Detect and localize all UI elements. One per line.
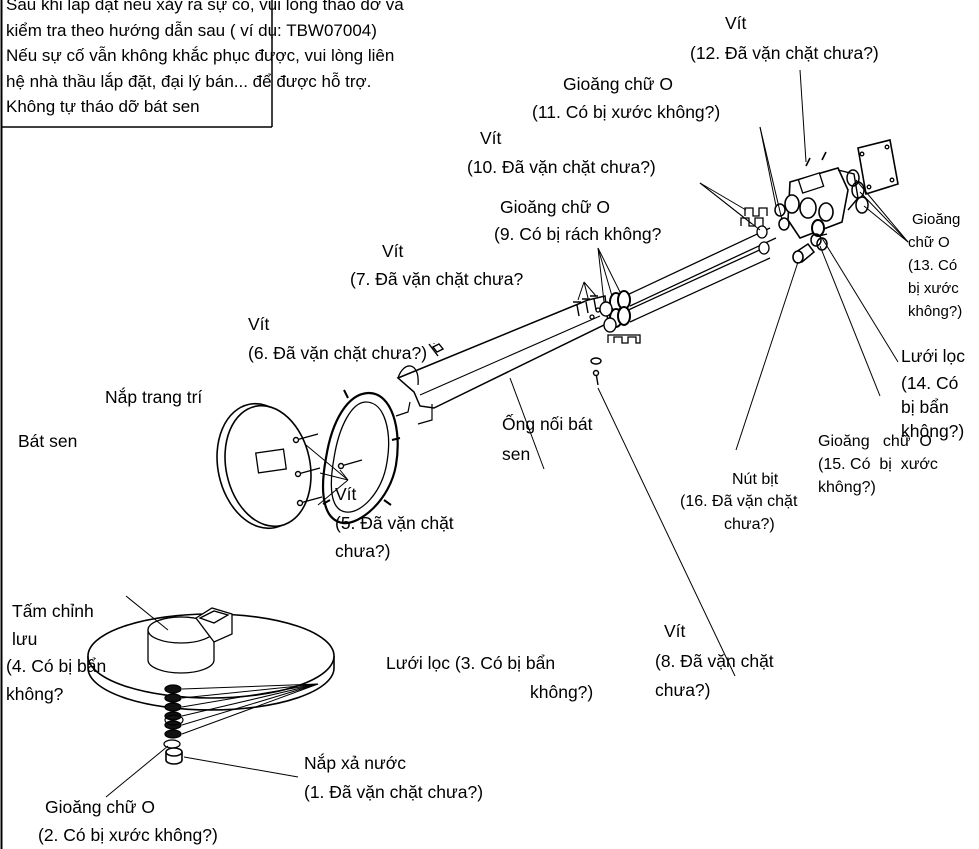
label-oring-9-note: (9. Có bị rách không? (494, 224, 662, 244)
label-oring-13-l1: Gioăng (912, 211, 961, 228)
label-oring-15-l2: (15. Có bị xước (818, 456, 938, 473)
label-oring-11-name: Gioăng chữ O (563, 74, 673, 94)
back-plate-drawing (846, 139, 899, 214)
label-plug-16-l3: chưa?) (724, 516, 775, 533)
label-screw-6-name: Vít (248, 314, 270, 334)
label-flow-straightener-l1: Tấm chỉnh (12, 601, 94, 621)
label-screw-8-l1: Vít (664, 621, 686, 641)
label-screw-6-note: (6. Đã vặn chặt chưa?) (248, 343, 428, 363)
label-drain-cap-l1: Nắp xả nước (304, 753, 406, 773)
label-screw-7-name: Vít (382, 241, 404, 261)
label-filter-14-l4: không?) (901, 421, 965, 441)
intro-line: Không tự tháo dỡ bát sen (6, 97, 200, 116)
label-oring-13-l4: bị xước (908, 280, 959, 297)
label-filter-3-l1: Lưới lọc (3. Có bị bẩn (386, 653, 556, 673)
connecting-pipe-drawing (395, 295, 609, 425)
label-flow-straightener-l3: (4. Có bị bẩn (6, 656, 107, 676)
label-filter-14-l3: bị bẩn (901, 397, 949, 417)
intro-line: Nếu sự cố vẫn không khắc phục được, vui … (6, 46, 395, 65)
supply-pipes-drawing (599, 207, 777, 344)
label-oring-2-l2: (2. Có bị xước không?) (38, 825, 218, 845)
label-oring-9-name: Gioăng chữ O (500, 197, 610, 217)
label-screw-10-note: (10. Đã vặn chặt chưa?) (467, 157, 656, 177)
label-decorative-cover: Nắp trang trí (105, 387, 203, 407)
label-oring-15-l1: Gioăng chữ O (818, 433, 932, 450)
label-filter-14-l1: Lưới lọc (901, 346, 966, 366)
intro-line: Sau khi lắp đặt nếu xảy ra sự cố, vui lò… (6, 0, 404, 14)
screw-6-drawing (428, 343, 445, 357)
label-filter-3-l2: không?) (530, 682, 594, 702)
label-screw-12-note: (12. Đã vặn chặt chưa?) (690, 43, 879, 63)
label-plug-16-l1: Nút bịt (732, 471, 779, 488)
intro-line: hệ nhà thầu lắp đặt, đại lý bán... để đư… (6, 71, 372, 91)
label-screw-12-name: Vít (725, 13, 747, 33)
label-screws-5-l2: (5. Đã vặn chặt (335, 513, 454, 533)
showerhead-drawing (87, 607, 335, 711)
label-pipe-l1: Ống nối bát (502, 414, 593, 434)
label-screw-8-l3: chưa?) (655, 680, 711, 700)
label-oring-13-l2: chữ O (908, 234, 950, 251)
screws-5-drawing (292, 433, 363, 507)
label-flow-straightener-l2: lưu (12, 629, 38, 649)
screws-7-drawing (573, 295, 598, 317)
leader-lines (105, 69, 909, 798)
label-showerhead: Bát sen (18, 431, 78, 451)
label-plug-16-l2: (16. Đã vặn chặt (680, 493, 798, 510)
label-screw-10-name: Vít (480, 128, 502, 148)
flow-straightener-drawing (163, 684, 184, 765)
label-oring-13-l5: không?) (908, 303, 963, 320)
label-screw-7-note: (7. Đã vặn chặt chưa? (350, 269, 524, 289)
label-drain-cap-l2: (1. Đã vặn chặt chưa?) (304, 782, 484, 802)
label-flow-straightener-l4: không? (6, 684, 64, 704)
label-filter-14-l2: (14. Có (901, 373, 959, 393)
label-screws-5-l3: chưa?) (335, 541, 391, 561)
intro-text: Sau khi lắp đặt nếu xảy ra sự cố, vui lò… (6, 0, 404, 120)
label-oring-15-l3: không?) (818, 479, 876, 496)
label-pipe-l2: sen (502, 444, 531, 464)
label-screw-8-l2: (8. Đã vặn chặt (655, 651, 774, 671)
valve-body-drawing (774, 151, 859, 239)
label-oring-2-l1: Gioăng chữ O (45, 797, 155, 817)
decorative-cover-drawing (216, 402, 312, 530)
label-oring-11-note: (11. Có bị xước không?) (532, 102, 721, 122)
intro-line: kiểm tra theo hướng dẫn sau ( ví dụ: TBW… (6, 20, 377, 40)
label-oring-13-l3: (13. Có (908, 257, 958, 274)
mount-ring-drawing (321, 389, 401, 525)
label-screws-5-l1: Vít (335, 484, 357, 504)
screw-8-drawing (590, 357, 602, 386)
